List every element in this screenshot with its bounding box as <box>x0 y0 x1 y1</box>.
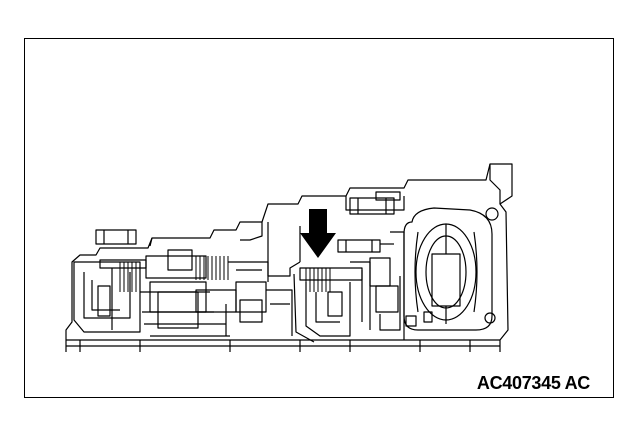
left-bolt-boss <box>95 229 137 245</box>
case-outline <box>65 163 513 352</box>
down-arrow-icon <box>300 209 336 258</box>
figure-frame <box>24 38 614 398</box>
target-clutch-pack <box>299 261 371 337</box>
top-bolt-boss <box>349 191 401 215</box>
right-bolt-boss <box>337 239 394 253</box>
target-clutch-plates <box>305 268 331 292</box>
clutch-plates-center <box>195 256 229 280</box>
bottom-flange <box>66 339 500 352</box>
clutch-plates-left <box>119 262 141 292</box>
planetary-gear-set <box>195 261 293 336</box>
front-clutch-assembly <box>73 259 147 333</box>
figure-code-label: AC407345 AC <box>476 373 590 393</box>
middle-housing <box>267 222 315 343</box>
differential-assembly <box>403 207 499 331</box>
rear-housing-components <box>369 231 417 340</box>
center-drum-assembly <box>140 249 230 337</box>
